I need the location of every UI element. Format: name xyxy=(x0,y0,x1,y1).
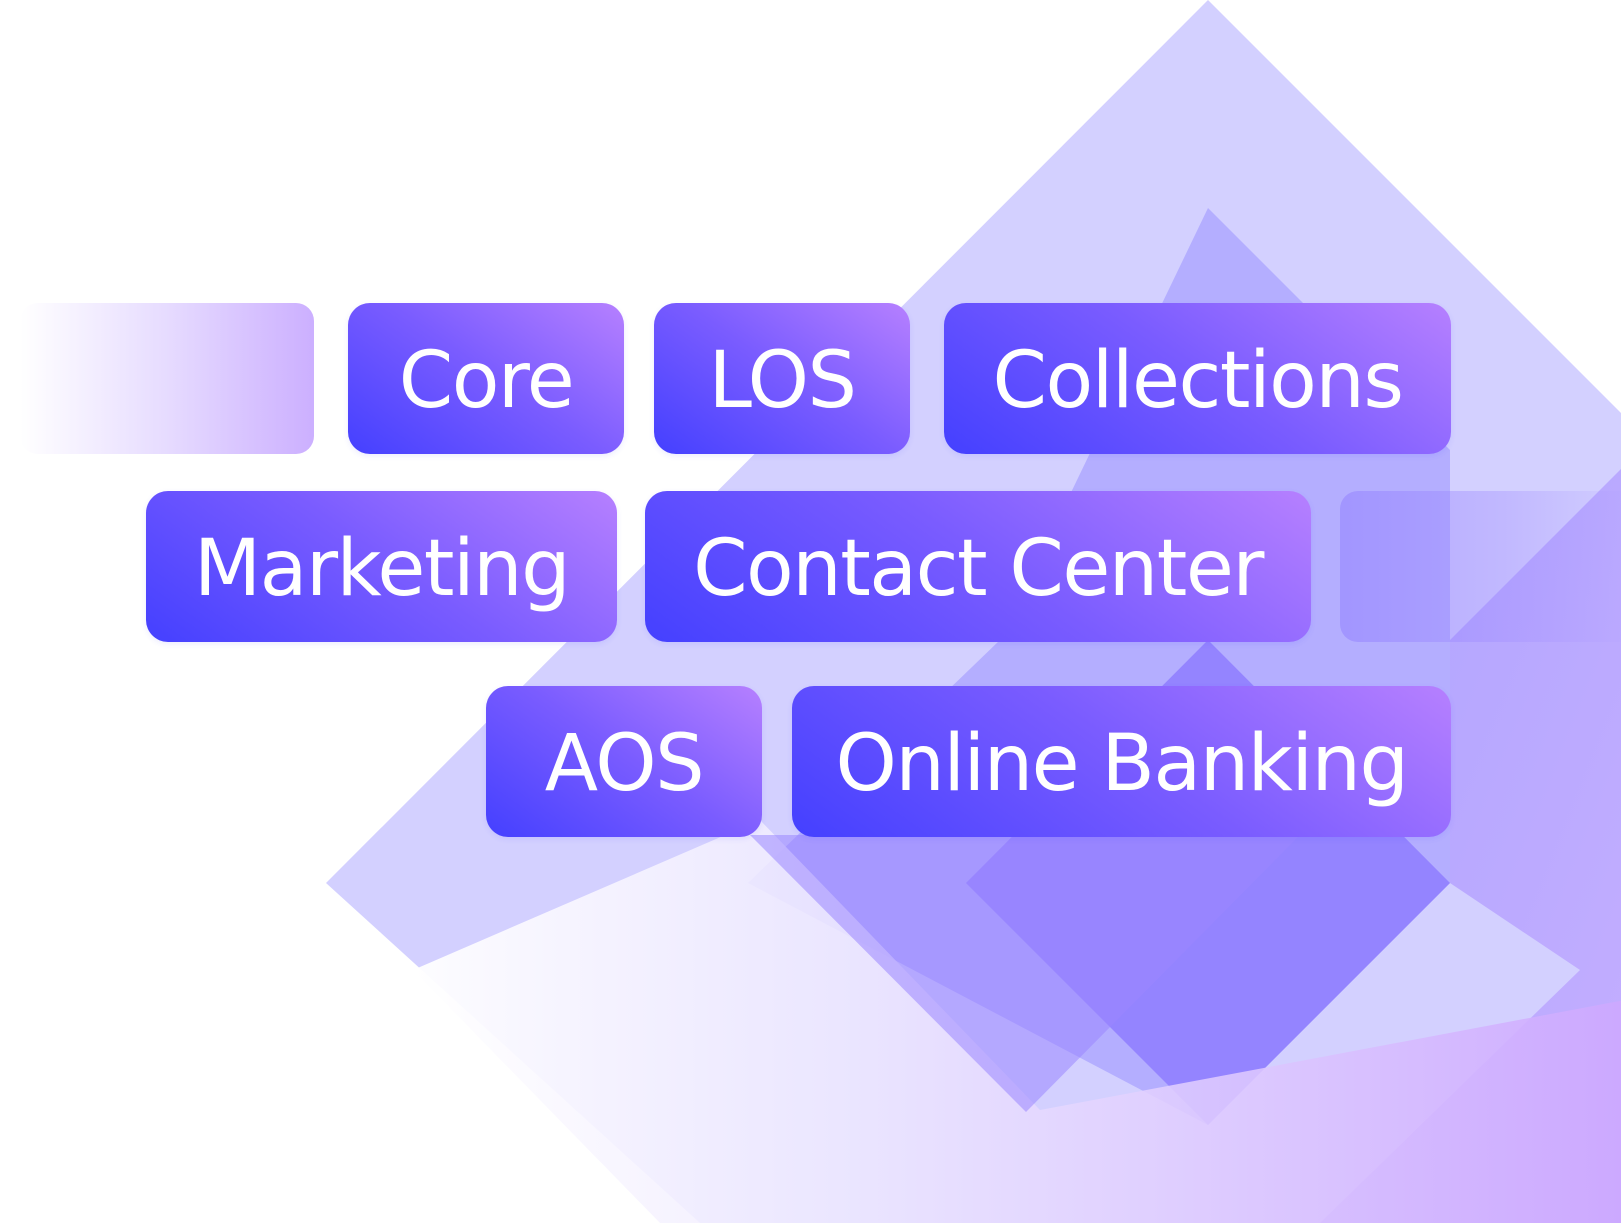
chip-label: Contact Center xyxy=(693,523,1264,614)
chip-los: LOS xyxy=(654,303,910,454)
diamond-lower-wedge xyxy=(750,835,1300,1112)
chip-label: Collections xyxy=(992,335,1404,426)
chip-aos: AOS xyxy=(486,686,762,837)
fade-band xyxy=(413,820,1621,1223)
chip-marketing: Marketing xyxy=(146,491,617,642)
chip-label: LOS xyxy=(708,335,857,426)
chip-label: Core xyxy=(398,335,575,426)
ghost-chip-left xyxy=(20,303,314,454)
chip-core: Core xyxy=(348,303,624,454)
chip-online-banking: Online Banking xyxy=(792,686,1451,837)
chip-contact-center: Contact Center xyxy=(645,491,1311,642)
chip-label: Marketing xyxy=(193,523,571,614)
ghost-chip-right xyxy=(1340,491,1621,642)
chip-collections: Collections xyxy=(944,303,1451,454)
chip-label: Online Banking xyxy=(835,718,1409,809)
chip-label: AOS xyxy=(544,718,705,809)
